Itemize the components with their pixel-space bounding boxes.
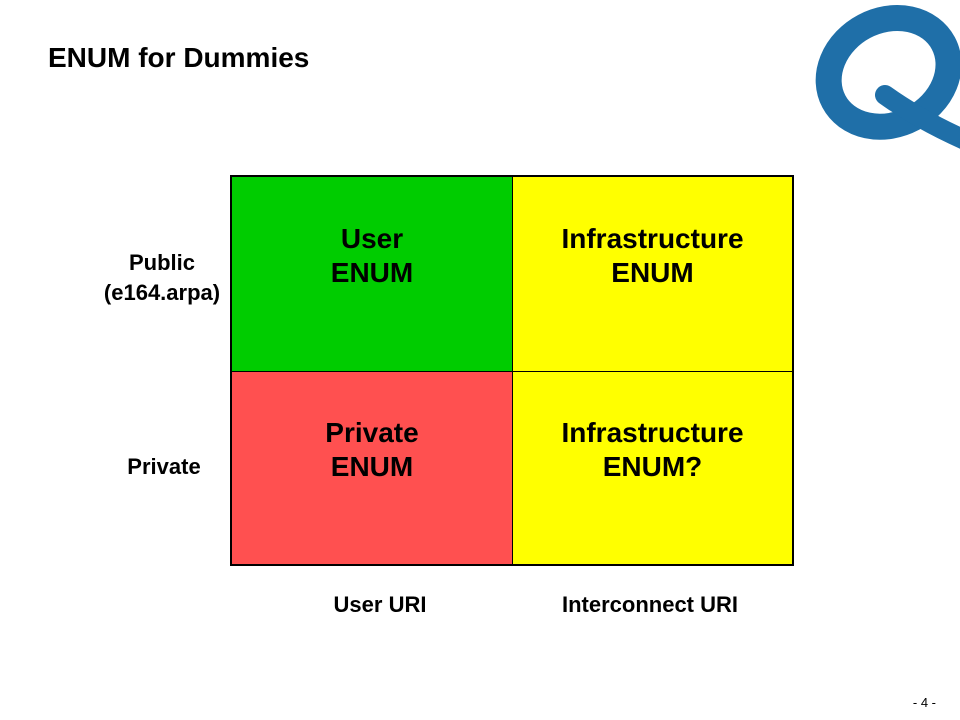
row-label-public-line2: (e164.arpa)	[103, 280, 221, 305]
row-label-public-line1: Public	[128, 250, 195, 275]
cell-private-enum: Private ENUM	[232, 372, 513, 564]
cell-infrastructure-enum-line2: ENUM	[611, 257, 694, 288]
page-title: ENUM for Dummies	[48, 42, 310, 73]
cell-infrastructure-enum-question-line2: ENUM?	[602, 451, 703, 482]
cell-user-enum-line2: ENUM	[330, 257, 414, 288]
cell-user-enum: User ENUM	[232, 177, 513, 372]
row-label-private: Private	[127, 454, 201, 479]
column-label-interconnect-uri: Interconnect URI	[561, 592, 739, 617]
row-label-public: Public (e164.arpa)	[82, 248, 242, 308]
cell-infrastructure-enum-question: Infrastructure ENUM?	[513, 372, 792, 564]
logo-icon	[815, 4, 960, 149]
cell-user-enum-line1: User	[340, 223, 404, 254]
cell-infrastructure-enum-question-line1: Infrastructure	[561, 417, 744, 448]
cell-infrastructure-enum-line1: Infrastructure	[561, 223, 744, 254]
cell-private-enum-line2: ENUM	[330, 451, 414, 482]
enum-matrix: User ENUM Infrastructure ENUM Private EN…	[230, 175, 794, 566]
page-number: - 4 -	[912, 695, 936, 710]
cell-private-enum-line1: Private	[325, 417, 419, 448]
column-label-user-uri: User URI	[333, 592, 427, 617]
cell-infrastructure-enum: Infrastructure ENUM	[513, 177, 792, 372]
